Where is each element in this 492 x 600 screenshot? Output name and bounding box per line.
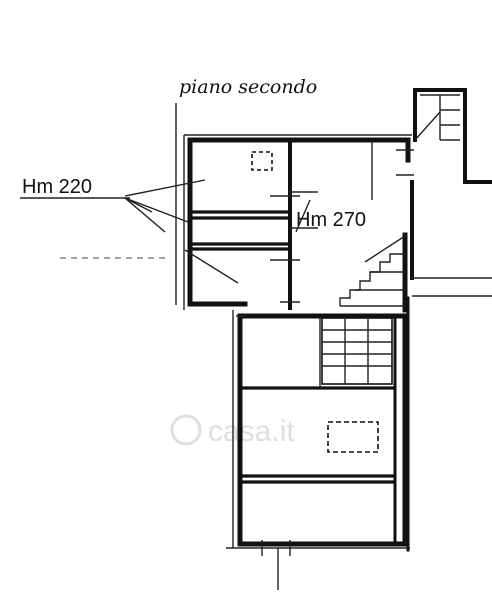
upper-block xyxy=(183,134,412,313)
right-stair-tower xyxy=(406,88,492,552)
height-label-left: Hm 220 xyxy=(20,176,239,284)
watermark: casa.it xyxy=(170,414,295,448)
stair-upper xyxy=(339,253,405,307)
height-label-right-text: Hm 270 xyxy=(296,209,366,231)
stair-arrow xyxy=(364,235,406,263)
tick-marks xyxy=(236,149,414,317)
lower-block xyxy=(226,310,410,590)
watermark-text: casa.it xyxy=(208,415,295,448)
height-label-left-text: Hm 220 xyxy=(22,176,92,198)
floor-title: piano secondo xyxy=(179,76,317,98)
height-label-right: Hm 270 xyxy=(295,199,366,233)
